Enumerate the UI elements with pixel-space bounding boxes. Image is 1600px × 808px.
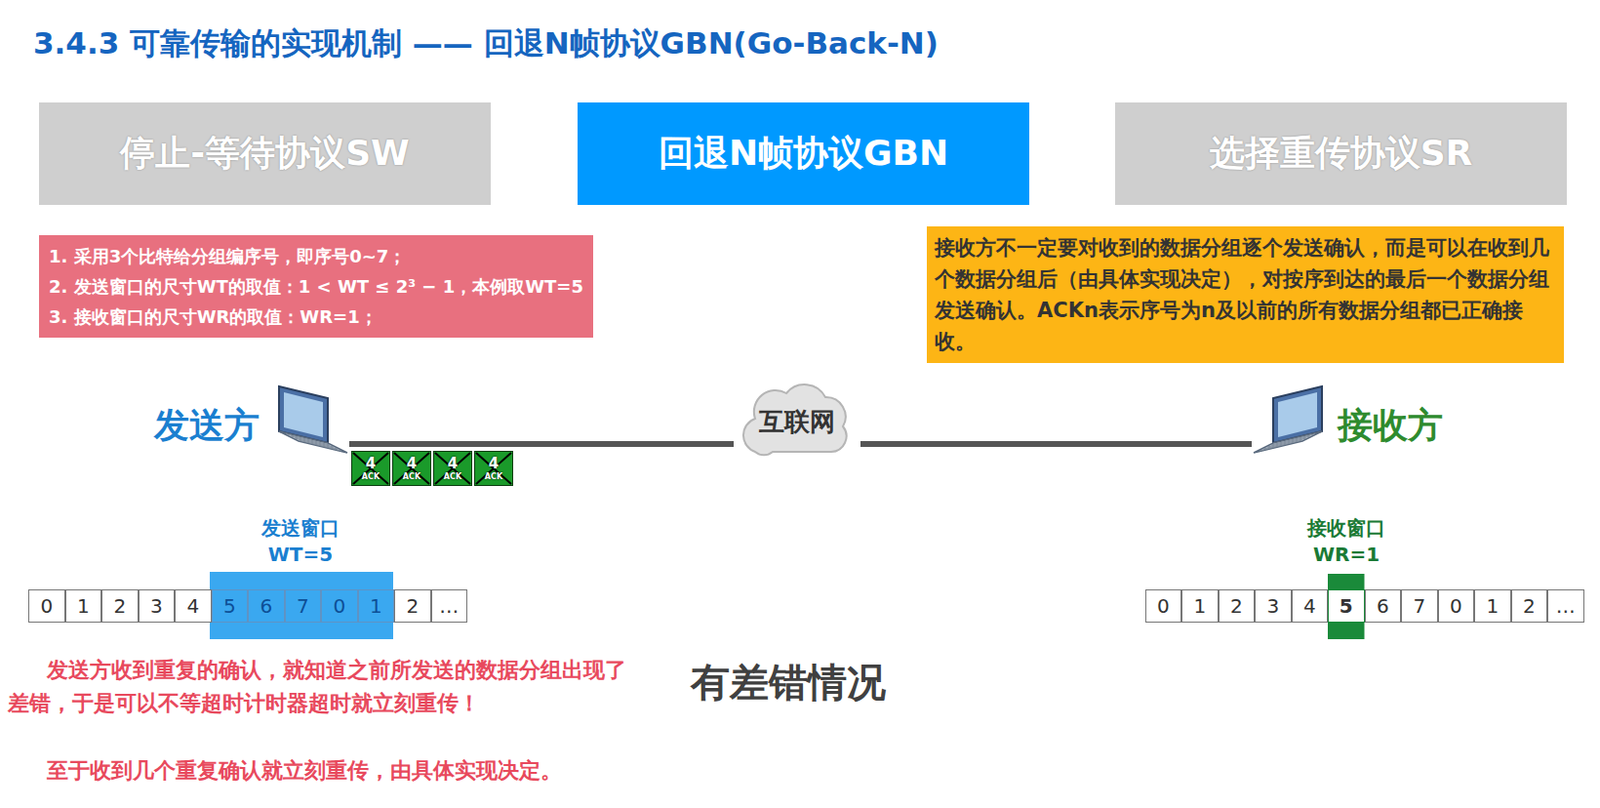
node-text: 发送方 xyxy=(154,382,350,450)
node-text: 互联网 xyxy=(759,404,836,440)
red-note: 至于收到几个重复确认就立刻重传，由具体实现决定。 xyxy=(7,754,642,788)
window-label: 发送窗口 xyxy=(261,515,340,542)
sequence-cell: … xyxy=(1547,589,1585,623)
tab-box: 选择重传协议SR xyxy=(1115,102,1567,205)
sequence-cell: 1 xyxy=(65,589,103,623)
node-text: 4 xyxy=(406,456,417,472)
node-text: ACK xyxy=(402,473,421,481)
sequence-cell: 1 xyxy=(1181,589,1219,623)
node-text: 停止-等待协议SW xyxy=(120,129,410,178)
node-text: ACK xyxy=(361,473,380,481)
sequence-cell: 0 xyxy=(1438,589,1476,623)
laptop-icon xyxy=(269,382,350,466)
situation-label: 有差错情况 xyxy=(690,655,886,710)
laptop-icon xyxy=(1251,382,1332,466)
tab-box: 回退N帧协议GBN xyxy=(577,102,1030,205)
node-text: 2. 发送窗口的尺寸WT的取值：1 < WT ≤ 2³ − 1，本例取WT=5 xyxy=(48,271,584,302)
sequence-cell: 2 xyxy=(1511,589,1549,623)
sequence-cell: 0 xyxy=(1145,589,1183,623)
sequence-cell: 1 xyxy=(1474,589,1512,623)
info-box: 1. 采用3个比特给分组编序号，即序号0~7；2. 发送窗口的尺寸WT的取值：1… xyxy=(39,235,594,338)
node-text: 回退N帧协议GBN xyxy=(658,129,949,178)
tab-box: 停止-等待协议SW xyxy=(39,102,491,205)
node-text: ACK xyxy=(484,473,503,481)
sequence-cell: 7 xyxy=(1400,589,1439,623)
sequence-cell: 0 xyxy=(320,589,359,623)
sequence-cell: 2 xyxy=(394,589,432,623)
sequence-cell: 2 xyxy=(101,589,139,623)
sequence-cell: 2 xyxy=(1218,589,1256,623)
sequence-cell: 1 xyxy=(358,589,396,623)
host-computer: 接收方 xyxy=(1251,382,1447,466)
sequence-cell: 0 xyxy=(28,589,66,623)
sequence-cell: … xyxy=(431,589,469,623)
ack-packet: 4ACK xyxy=(433,450,473,486)
sequence-cell: 7 xyxy=(284,589,322,623)
page-title: 3.4.3 可靠传输的实现机制 —— 回退N帧协议GBN(Go-Back-N) xyxy=(33,23,939,65)
node-text: 3. 接收窗口的尺寸WR的取值：WR=1； xyxy=(48,301,584,332)
host-computer: 发送方 xyxy=(154,382,350,466)
window-label: 接收窗口 xyxy=(1307,515,1386,542)
window-size: WT=5 xyxy=(268,542,333,566)
receive-window-band xyxy=(1327,573,1365,640)
window-size: WR=1 xyxy=(1313,542,1380,566)
network-link xyxy=(860,440,1252,447)
sequence-cell: 3 xyxy=(138,589,176,623)
network-link xyxy=(349,440,734,447)
sequence-cell: 4 xyxy=(1291,589,1329,623)
ack-packet: 4ACK xyxy=(351,450,391,486)
sequence-cell: 3 xyxy=(1254,589,1292,623)
sequence-cell: 4 xyxy=(174,589,212,623)
network-cloud: 互联网 xyxy=(733,375,861,469)
node-text: 接收方 xyxy=(1251,382,1447,450)
node-text: 4 xyxy=(488,456,499,472)
sequence-cell: 6 xyxy=(247,589,285,623)
node-text: ACK xyxy=(443,473,462,481)
sequence-cell: 5 xyxy=(1327,589,1365,623)
sequence-cell: 5 xyxy=(211,589,249,623)
note-box: 接收方不一定要对收到的数据分组逐个发送确认，而是可以在收到几个数据分组后（由具体… xyxy=(926,226,1564,363)
node-text: 接收方不一定要对收到的数据分组逐个发送确认，而是可以在收到几个数据分组后（由具体… xyxy=(934,232,1557,358)
node-text: 1. 采用3个比特给分组编序号，即序号0~7； xyxy=(48,240,584,272)
node-text: 选择重传协议SR xyxy=(1209,129,1474,178)
node-text: 4 xyxy=(447,456,458,472)
red-note: 发送方收到重复的确认，就知道之前所发送的数据分组出现了差错，于是可以不等超时计时… xyxy=(7,653,642,720)
ack-packet: 4ACK xyxy=(392,450,432,486)
ack-packet: 4ACK xyxy=(474,450,514,486)
send-window-band xyxy=(209,571,394,640)
sequence-cell: 6 xyxy=(1364,589,1402,623)
node-text: 4 xyxy=(365,456,376,472)
